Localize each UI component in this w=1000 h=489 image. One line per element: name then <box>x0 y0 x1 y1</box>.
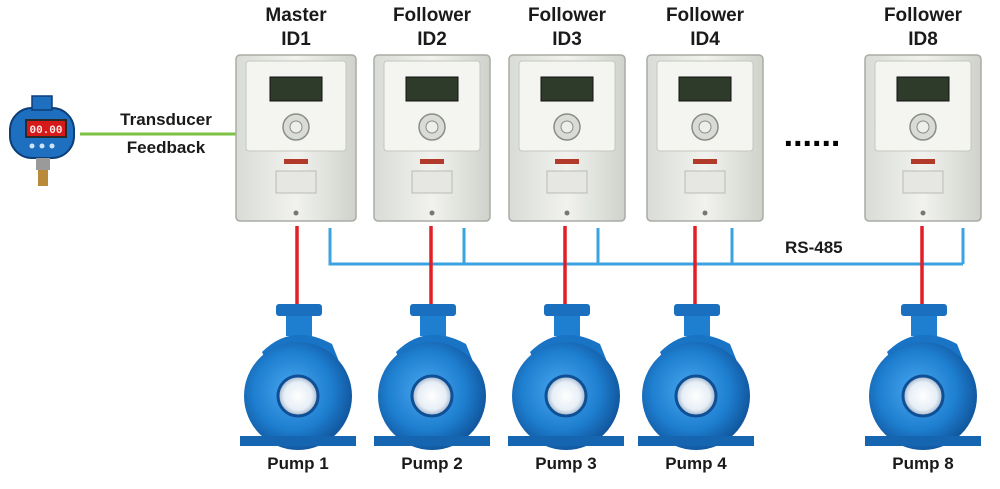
drive-label-id3: Follower ID3 <box>507 4 627 52</box>
rs485-label: RS-485 <box>785 238 843 257</box>
pump-label-1: Pump 1 <box>267 454 329 473</box>
ellipsis-more-drives: ...... <box>784 116 841 154</box>
drive-label-id1: Master ID1 <box>236 4 356 52</box>
rs485-bus <box>328 228 965 266</box>
drive-id: ID3 <box>552 29 582 50</box>
transducer-label: Transducer <box>120 110 212 129</box>
pump-label-3: Pump 3 <box>535 454 597 473</box>
drive-role: Master <box>265 5 327 26</box>
feedback-label: Feedback <box>126 138 206 157</box>
drive-label-id4: Follower ID4 <box>645 4 765 52</box>
pump-label-4: Pump 4 <box>665 454 727 473</box>
pump-8 <box>865 304 981 450</box>
drive-label-id8: Follower ID8 <box>863 4 983 52</box>
drive-master-id1 <box>235 54 357 222</box>
drive-role: Follower <box>665 5 745 26</box>
drive-id: ID2 <box>417 29 447 50</box>
drive-role: Follower <box>527 5 607 26</box>
pump-2 <box>374 304 490 450</box>
pump-4 <box>638 304 754 450</box>
pump-label-2: Pump 2 <box>401 454 463 473</box>
power-lines <box>295 226 924 308</box>
drive-role: Follower <box>883 5 963 26</box>
pump-3 <box>508 304 624 450</box>
drive-id: ID1 <box>281 29 311 50</box>
drive-label-id2: Follower ID2 <box>372 4 492 52</box>
drive-follower-id4 <box>646 54 764 222</box>
transducer-display: 00.00 <box>29 125 62 137</box>
drive-id: ID8 <box>908 29 938 50</box>
pump-1 <box>240 304 356 450</box>
drive-role: Follower <box>392 5 472 26</box>
pressure-transducer: 00.00 <box>9 95 75 186</box>
pump-label-8: Pump 8 <box>892 454 954 473</box>
drive-follower-id3 <box>508 54 626 222</box>
drive-follower-id2 <box>373 54 491 222</box>
drive-follower-id8 <box>864 54 982 222</box>
drive-id: ID4 <box>690 29 720 50</box>
